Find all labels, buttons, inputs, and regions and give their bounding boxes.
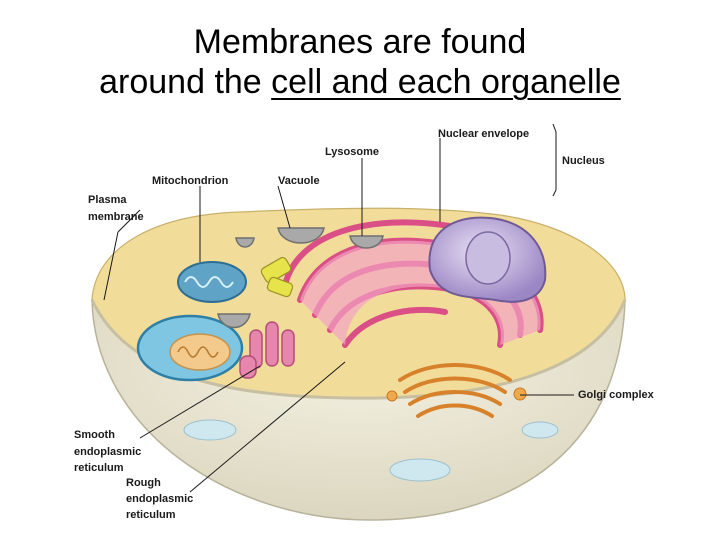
label-rough-er-line-2: endoplasmic <box>126 493 193 505</box>
title-line-2-underlined: cell and each organelle <box>271 63 621 101</box>
label-rough-er-line-1: Rough <box>126 477 161 489</box>
nucleolus <box>465 231 511 285</box>
vacuoles <box>217 227 384 329</box>
mitochondrion-bottom <box>136 314 244 382</box>
centriole <box>260 256 294 298</box>
bowl-organelles <box>183 419 559 482</box>
title-line-1: Membranes are found <box>193 23 527 61</box>
title-line-2-prefix: around the <box>99 63 272 101</box>
label-golgi-complex: Golgi complex <box>578 389 655 401</box>
label-smooth-er-line-3: reticulum <box>74 462 124 474</box>
golgi-vesicle <box>513 387 527 401</box>
slide-title: Membranes are found around the cell and … <box>0 22 720 102</box>
leader-lines <box>103 123 574 493</box>
label-plasma-membrane-line-2: membrane <box>88 211 144 223</box>
label-vacuole: Vacuole <box>278 175 320 187</box>
label-mitochondrion: Mitochondrion <box>152 175 229 187</box>
smooth-er <box>239 321 295 379</box>
golgi-vesicle <box>386 390 398 402</box>
label-smooth-er-line-2: endoplasmic <box>74 446 141 458</box>
golgi-complex <box>398 363 512 418</box>
label-plasma-membrane-line-1: Plasma <box>88 194 127 206</box>
label-nuclear-envelope: Nuclear envelope <box>438 128 529 140</box>
label-nucleus: Nucleus <box>562 155 605 167</box>
title-line-2: around the cell and each organelle <box>0 62 720 102</box>
mitochondrion-top <box>177 261 247 303</box>
label-lysosome: Lysosome <box>325 146 379 158</box>
label-rough-er-line-3: reticulum <box>126 509 176 521</box>
label-smooth-er-line-1: Smooth <box>74 429 115 441</box>
